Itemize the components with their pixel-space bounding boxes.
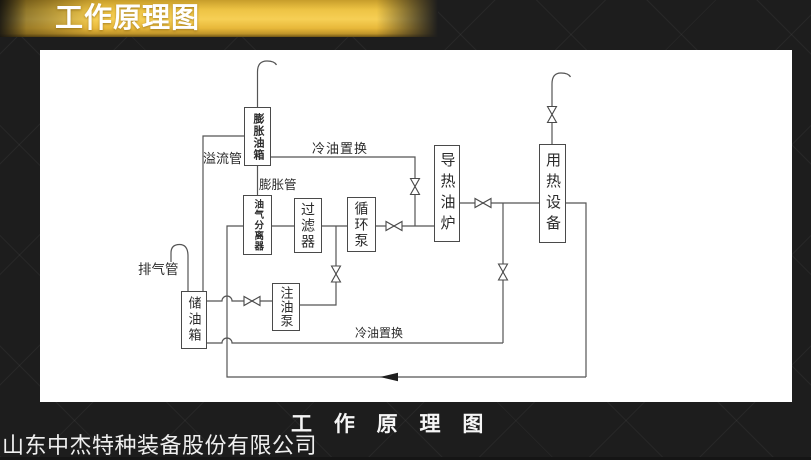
equipment-vent-pipe	[551, 72, 572, 144]
box-thermal-oil-heater: 导热油炉	[434, 145, 460, 242]
cold-oil-top-line	[271, 156, 416, 226]
page-title: 工作原理图	[55, 2, 201, 33]
valve-equipment-vent-icon	[546, 105, 558, 124]
overflow-pipe-line	[202, 135, 244, 291]
box-storage-tank: 储油箱	[181, 291, 207, 349]
valve-storage-outlet-icon	[243, 295, 261, 307]
return-line	[226, 225, 586, 378]
label-cold-oil-swap-top: 冷油置换	[312, 141, 369, 156]
box-heat-equipment-label: 用热设备	[544, 151, 561, 236]
expansion-tank-vent-pipe	[256, 60, 278, 107]
label-exhaust-pipe: 排气管	[138, 262, 179, 277]
header-banner: 工作原理图	[0, 0, 438, 37]
box-filter-label: 过滤器	[300, 201, 316, 250]
flow-arrow-icon	[380, 372, 398, 382]
exhaust-pipe-line	[170, 243, 189, 291]
box-oil-gas-separator: 油气分离器	[243, 195, 272, 255]
valve-bypass-icon	[497, 263, 509, 281]
valve-pump-outlet-icon	[385, 220, 403, 232]
box-expansion-tank-label: 膨胀油箱	[252, 112, 264, 161]
box-injection-pump: 注油泵	[272, 283, 300, 331]
box-storage-tank-label: 储油箱	[186, 296, 202, 344]
piping-diagram	[170, 60, 587, 382]
diagram-caption: 工 作 原 理 图	[291, 413, 492, 436]
box-heat-equipment: 用热设备	[539, 144, 566, 243]
box-injection-pump-label: 注油泵	[278, 286, 294, 328]
box-expansion-tank: 膨胀油箱	[244, 107, 271, 166]
box-circulation-pump-label: 循环泵	[353, 200, 370, 249]
label-expansion-pipe: 膨胀管	[259, 178, 297, 192]
storage-to-injection-pump-line	[207, 295, 272, 302]
valve-injection-riser-icon	[330, 265, 342, 283]
box-circulation-pump: 循环泵	[347, 197, 376, 252]
company-name: 山东中杰特种装备股份有限公司	[2, 433, 318, 458]
box-filter: 过滤器	[294, 198, 322, 253]
valve-heater-outlet-icon	[474, 197, 492, 209]
box-thermal-oil-heater-label: 导热油炉	[438, 151, 456, 236]
label-cold-oil-swap-bottom: 冷油置换	[355, 326, 404, 340]
diagram-panel: 膨胀油箱 油气分离器 过滤器 循环泵 导热油炉 用热设备 储油箱 注油泵 溢流管…	[40, 50, 792, 402]
injection-pump-riser-line	[300, 226, 337, 306]
equipment-outlet-line	[566, 202, 587, 377]
box-oil-gas-separator-label: 油气分离器	[252, 198, 264, 252]
valve-cold-oil-top-icon	[409, 177, 421, 196]
label-overflow-pipe: 溢流管	[203, 151, 243, 166]
